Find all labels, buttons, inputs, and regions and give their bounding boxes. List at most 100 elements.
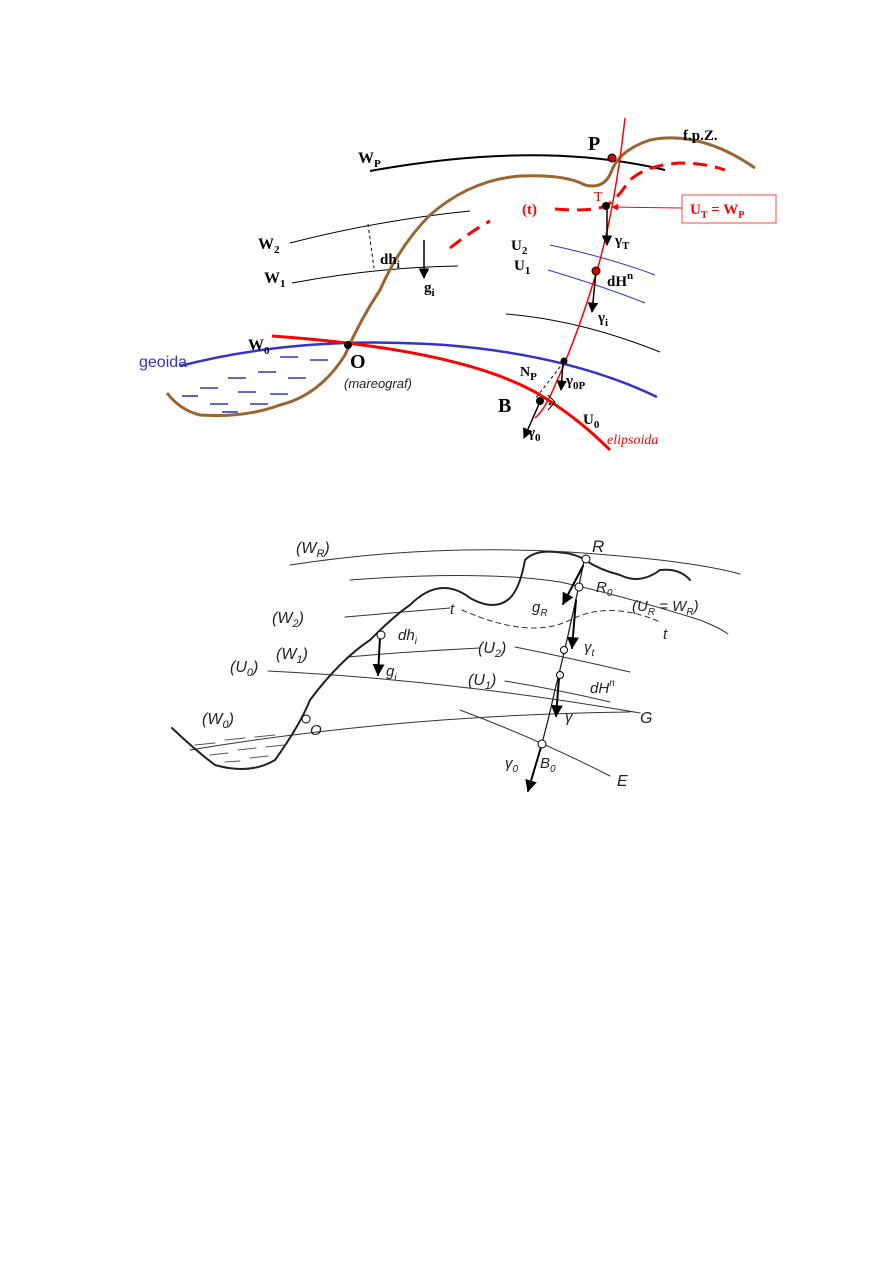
- label-r0: R0: [596, 579, 613, 599]
- point-b0: [537, 739, 547, 749]
- label-dhn: dHn: [590, 678, 615, 697]
- right-angle-b: [547, 394, 556, 411]
- label-gamma-t: γT: [614, 233, 630, 252]
- label-g: G: [640, 710, 652, 727]
- label-w0: W0: [248, 337, 270, 357]
- label-gamma-0: γ0: [527, 425, 541, 444]
- label-w2: W2: [258, 236, 280, 256]
- figure-1-height-systems: WP P f.p.Z. W2 W1 dhi gi W0 geoida O (ma…: [139, 117, 777, 452]
- label-t-curve: (t): [522, 202, 537, 218]
- np-segment: [534, 361, 565, 400]
- label-t-right: t: [663, 626, 668, 643]
- telluroid: [461, 609, 661, 629]
- label-gr: gR: [532, 599, 548, 619]
- terrain-surface: [171, 550, 691, 770]
- label-fpz: f.p.Z.: [683, 128, 718, 144]
- surface-u1: [547, 269, 646, 304]
- normal-line: [539, 555, 586, 751]
- gr-arrow: [562, 565, 584, 606]
- label-u2: U2: [511, 238, 528, 257]
- label-mareograf: (mareograf): [344, 376, 412, 391]
- gamma0-arrow: [525, 746, 542, 793]
- point-u1: [556, 671, 564, 679]
- label-w1: W1: [264, 270, 286, 290]
- surface-u0: [267, 670, 641, 714]
- point-dhn: [591, 266, 601, 276]
- label-np: NP: [520, 365, 537, 383]
- surface-wr: [289, 549, 741, 575]
- gamma-i-arrow: [587, 271, 599, 314]
- geoid: [179, 341, 658, 399]
- point-o: [301, 714, 311, 724]
- surface-w1: [347, 647, 481, 658]
- label-dhn: dHn: [607, 270, 633, 290]
- label-u0: U0: [583, 412, 600, 431]
- label-t-left: t: [450, 601, 455, 618]
- point-u2: [560, 646, 568, 654]
- normal-line: [534, 117, 626, 419]
- surface-wp: [369, 154, 666, 172]
- surface-w2: [289, 210, 471, 244]
- label-e: E: [617, 773, 628, 790]
- figure-2-height-systems: (WR) R R0 gR (UR = WR) t t (W2) (W1) (U0…: [171, 537, 741, 793]
- point-geoid-normal: [560, 357, 568, 365]
- label-gamma-t: γt: [584, 639, 596, 659]
- label-ur-wr: (UR = WR): [632, 598, 699, 618]
- label-u2: (U2): [478, 640, 506, 660]
- label-gamma0: γ0: [505, 755, 519, 775]
- gamma-arrow: [550, 677, 563, 718]
- point-t: [602, 202, 610, 210]
- ut-wp-text: UT = WP: [690, 202, 744, 221]
- telluroid: [449, 219, 491, 250]
- sea-water: [194, 734, 285, 763]
- surface-u2: [514, 646, 631, 673]
- label-elipsoida: elipsoida: [607, 433, 658, 448]
- telluroid-right: [554, 161, 726, 212]
- surface-lower: [505, 313, 661, 353]
- label-wp: WP: [358, 150, 381, 170]
- label-gamma: γ: [565, 709, 574, 726]
- label-p: P: [588, 133, 600, 155]
- label-dhi: dhi: [398, 627, 418, 647]
- label-gamma-i: γi: [597, 310, 608, 329]
- label-gamma-0p: γ0P: [565, 373, 586, 392]
- point-dhi: [376, 630, 386, 640]
- dhi-segment: [367, 223, 375, 269]
- surface-w2: [344, 607, 451, 618]
- box-pointer-arrow: [611, 203, 683, 211]
- surface-u2: [549, 244, 656, 276]
- label-gi: gi: [424, 280, 435, 299]
- gamma-0p-arrow: [556, 362, 567, 392]
- gamma-t-arrow: [566, 599, 579, 650]
- label-t: T: [594, 190, 603, 205]
- point-r0: [574, 582, 584, 592]
- label-b: B: [498, 395, 511, 417]
- surface-w1: [291, 265, 459, 284]
- label-w2: (W2): [272, 610, 304, 630]
- label-w0: (W0): [202, 711, 234, 731]
- surface-ellipsoid-e: [459, 709, 611, 777]
- label-o: O: [310, 722, 322, 739]
- label-wr: (WR): [296, 540, 330, 560]
- label-b0: B0: [540, 755, 556, 775]
- label-geoida: geoida: [139, 354, 187, 371]
- point-b: [536, 397, 544, 405]
- label-r: R: [592, 537, 604, 556]
- point-p: [607, 153, 617, 163]
- label-gi: gi: [386, 663, 397, 683]
- gamma-0-arrow: [523, 401, 541, 439]
- label-w1: (W1): [276, 646, 308, 666]
- ut-wp-box: [681, 194, 777, 224]
- point-o: [344, 341, 352, 349]
- sea-water: [182, 356, 328, 413]
- label-u1: U1: [514, 258, 530, 277]
- label-dhi: dhi: [380, 252, 400, 271]
- gi-arrow: [372, 636, 385, 677]
- surface-geoid-g: [189, 711, 631, 751]
- label-u1: (U1): [468, 672, 496, 692]
- surface-wr-lower: [349, 574, 729, 635]
- terrain-surface: [165, 136, 756, 418]
- label-u0: (U0): [230, 659, 258, 679]
- ellipsoid: [271, 334, 612, 452]
- label-o: O: [350, 351, 366, 373]
